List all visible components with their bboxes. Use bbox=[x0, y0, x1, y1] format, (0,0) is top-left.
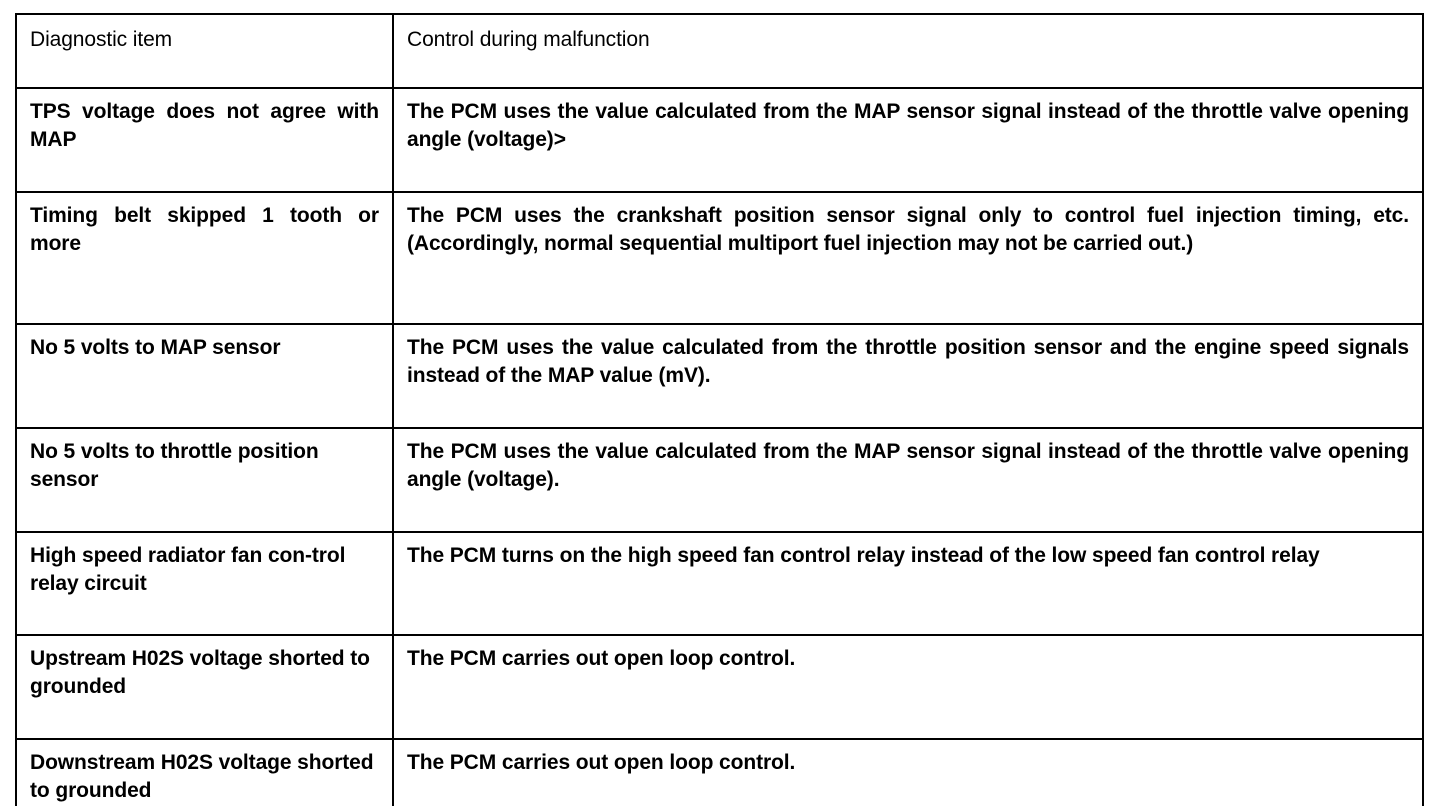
control-during-malfunction-text: The PCM uses the value calculated from t… bbox=[407, 100, 1409, 151]
control-during-malfunction-text: The PCM uses the crankshaft position sen… bbox=[407, 204, 1409, 255]
cell-diagnostic-item: Upstream H02S voltage shorted to grounde… bbox=[15, 634, 394, 740]
column-header-diagnostic-item-label: Diagnostic item bbox=[30, 28, 173, 51]
table-row: Downstream H02S voltage shorted to groun… bbox=[15, 738, 1424, 806]
table-header-row: Diagnostic item Control during malfuncti… bbox=[15, 13, 1424, 89]
diagnostic-item-text: Timing belt skipped 1 tooth or more bbox=[30, 204, 379, 255]
diagnostic-item-text: High speed radiator fan con-trol relay c… bbox=[30, 544, 346, 595]
column-header-control-during-malfunction-label: Control during malfunction bbox=[407, 28, 650, 51]
control-during-malfunction-text: The PCM uses the value calculated from t… bbox=[407, 440, 1409, 491]
control-during-malfunction-text: The PCM carries out open loop control. bbox=[407, 751, 796, 774]
diagnostic-item-text: Upstream H02S voltage shorted to grounde… bbox=[30, 647, 370, 698]
cell-diagnostic-item: Timing belt skipped 1 tooth or more bbox=[15, 191, 394, 325]
column-header-diagnostic-item: Diagnostic item bbox=[15, 13, 394, 89]
cell-diagnostic-item: No 5 volts to throttle position sensor bbox=[15, 427, 394, 533]
table-row: High speed radiator fan con-trol relay c… bbox=[15, 531, 1424, 636]
cell-control-during-malfunction: The PCM uses the value calculated from t… bbox=[392, 427, 1424, 533]
table-row: Upstream H02S voltage shorted to grounde… bbox=[15, 634, 1424, 740]
cell-control-during-malfunction: The PCM turns on the high speed fan cont… bbox=[392, 531, 1424, 636]
cell-diagnostic-item: No 5 volts to MAP sensor bbox=[15, 323, 394, 429]
cell-diagnostic-item: High speed radiator fan con-trol relay c… bbox=[15, 531, 394, 636]
cell-control-during-malfunction: The PCM carries out open loop control. bbox=[392, 738, 1424, 806]
cell-control-during-malfunction: The PCM uses the value calculated from t… bbox=[392, 323, 1424, 429]
control-during-malfunction-text: The PCM uses the value calculated from t… bbox=[407, 336, 1409, 387]
diagnostic-item-text: TPS voltage does not agree with MAP bbox=[30, 100, 379, 151]
control-during-malfunction-text: The PCM turns on the high speed fan cont… bbox=[407, 544, 1320, 567]
table-row: TPS voltage does not agree with MAP The … bbox=[15, 87, 1424, 193]
cell-diagnostic-item: TPS voltage does not agree with MAP bbox=[15, 87, 394, 193]
diagnostic-item-text: No 5 volts to throttle position sensor bbox=[30, 440, 319, 491]
diagnostic-fail-safe-table: Diagnostic item Control during malfuncti… bbox=[15, 13, 1424, 806]
table-row: Timing belt skipped 1 tooth or more The … bbox=[15, 191, 1424, 325]
cell-control-during-malfunction: The PCM uses the value calculated from t… bbox=[392, 87, 1424, 193]
diagnostic-item-text: No 5 volts to MAP sensor bbox=[30, 336, 281, 359]
table-row: No 5 volts to throttle position sensor T… bbox=[15, 427, 1424, 533]
diagnostic-item-text: Downstream H02S voltage shorted to groun… bbox=[30, 751, 374, 802]
cell-control-during-malfunction: The PCM carries out open loop control. bbox=[392, 634, 1424, 740]
control-during-malfunction-text: The PCM carries out open loop control. bbox=[407, 647, 796, 670]
cell-control-during-malfunction: The PCM uses the crankshaft position sen… bbox=[392, 191, 1424, 325]
cell-diagnostic-item: Downstream H02S voltage shorted to groun… bbox=[15, 738, 394, 806]
column-header-control-during-malfunction: Control during malfunction bbox=[392, 13, 1424, 89]
table-row: No 5 volts to MAP sensor The PCM uses th… bbox=[15, 323, 1424, 429]
